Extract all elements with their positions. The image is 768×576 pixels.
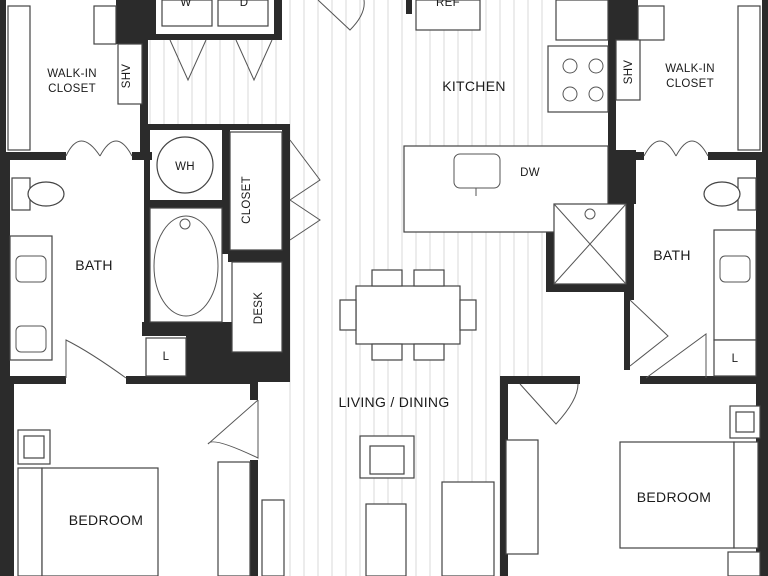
label-shv-left: SHV [121, 64, 133, 89]
fixtures [7, 0, 761, 576]
label-walk-in-closet-right-1: WALK-IN [665, 63, 715, 75]
label-bath-left: BATH [75, 257, 113, 273]
label-wh: WH [175, 161, 195, 173]
label-walk-in-closet-left-2: CLOSET [48, 83, 96, 95]
label-shv-right: SHV [623, 60, 635, 85]
label-desk: DESK [253, 292, 265, 325]
label-bath-right: BATH [653, 247, 691, 263]
label-bedroom-right: BEDROOM [637, 489, 711, 505]
label-linen-right: L [732, 353, 739, 365]
label-ref: REF [436, 0, 460, 9]
label-linen-left: L [163, 351, 170, 363]
label-bedroom-left: BEDROOM [69, 512, 143, 528]
label-washer: W [180, 0, 191, 9]
label-walk-in-closet-right-2: CLOSET [666, 78, 714, 90]
label-kitchen: KITCHEN [442, 78, 506, 94]
label-closet: CLOSET [241, 176, 253, 224]
label-walk-in-closet-left-1: WALK-IN [47, 68, 97, 80]
room-labels: WALK-IN CLOSET SHV W D REF KITCHEN DW WH… [47, 0, 738, 528]
label-living-dining: LIVING / DINING [338, 394, 449, 410]
label-dw: DW [520, 167, 540, 179]
label-dryer: D [240, 0, 249, 9]
